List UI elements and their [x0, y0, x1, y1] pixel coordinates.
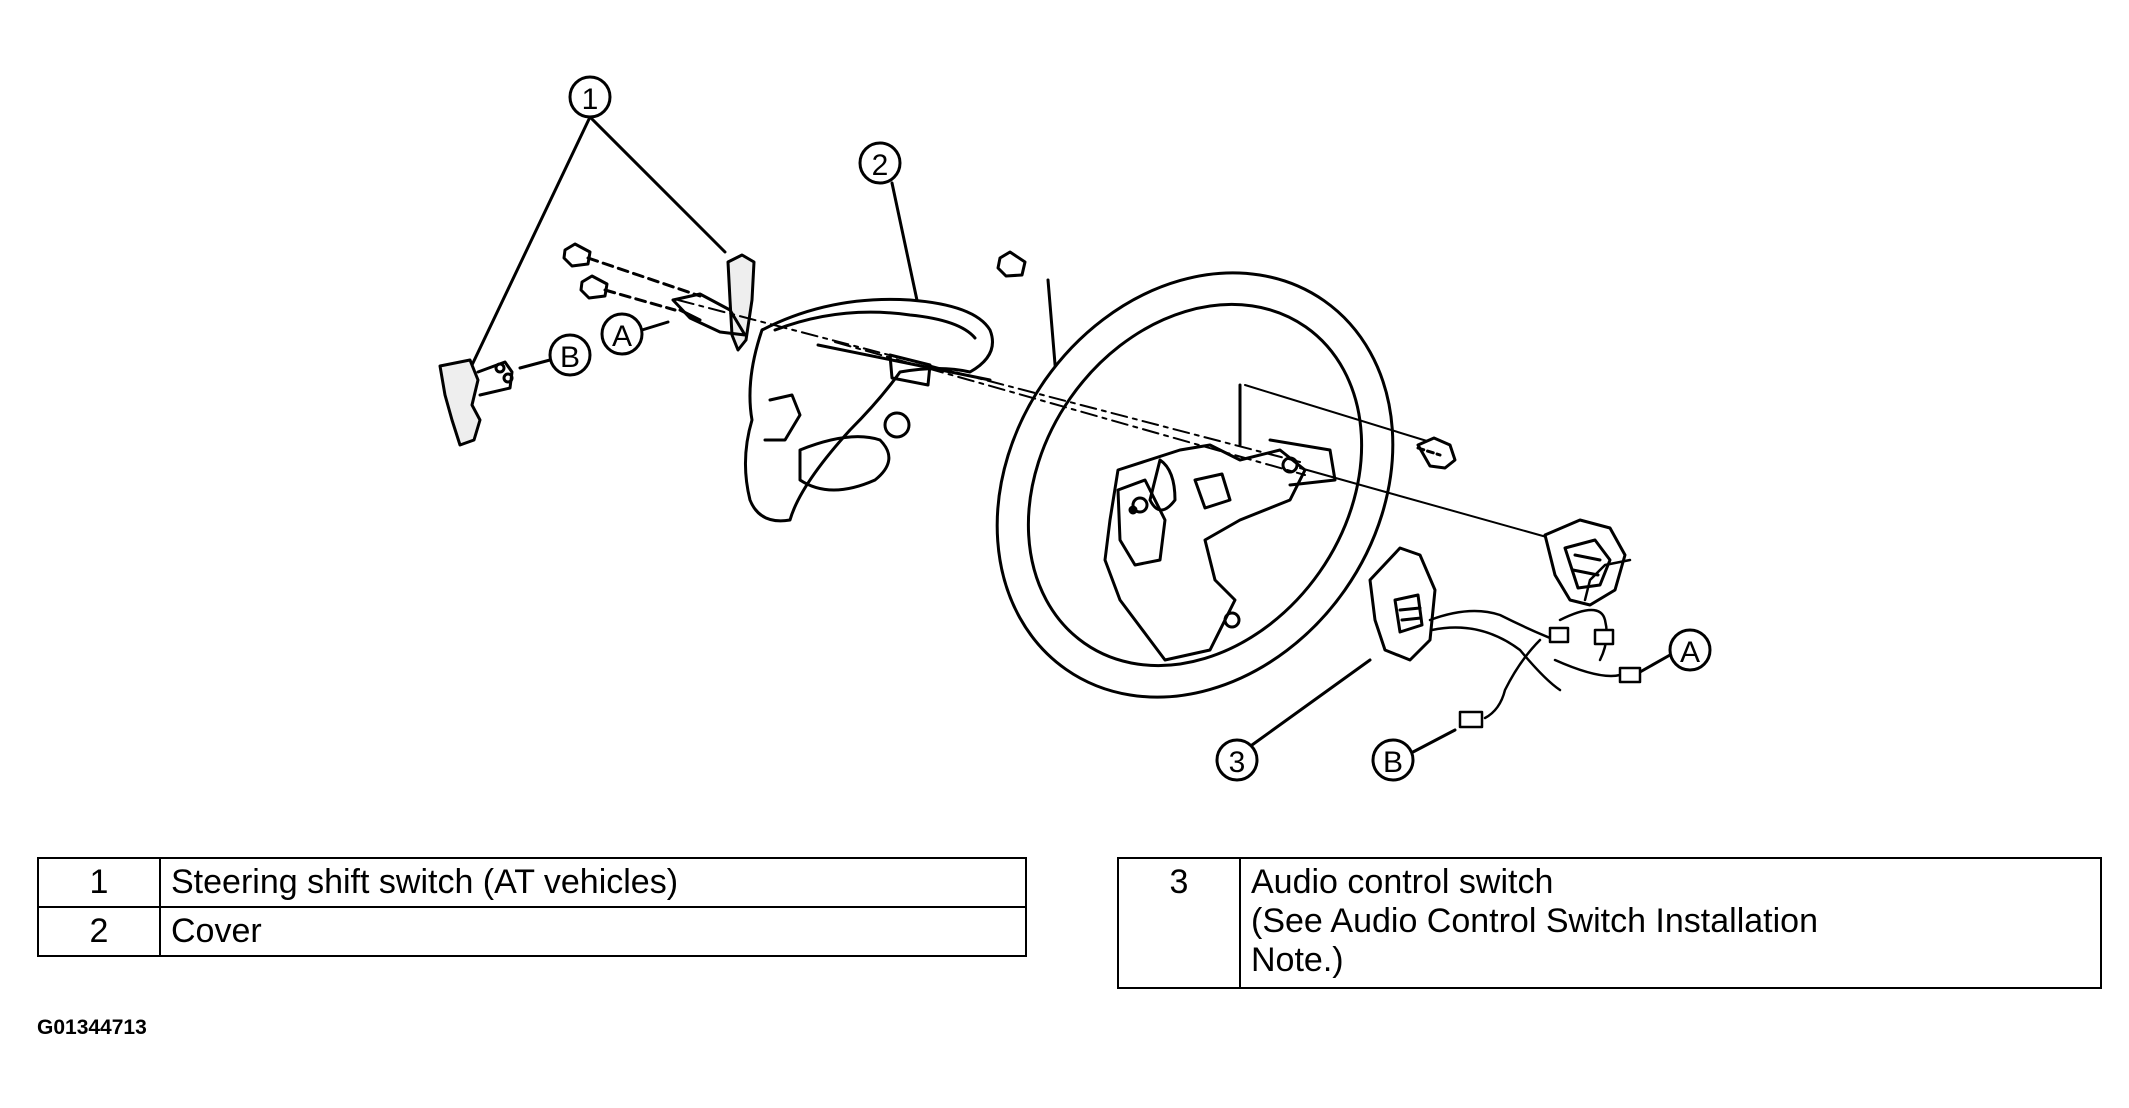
legend-description: Audio control switch (See Audio Control …: [1239, 857, 2102, 989]
svg-text:1: 1: [582, 83, 599, 116]
svg-text:A: A: [612, 320, 632, 353]
svg-text:A: A: [1680, 636, 1700, 669]
legend-number: 3: [1117, 857, 1241, 989]
screw: [562, 242, 702, 298]
alignment-line: [677, 299, 1576, 546]
connector-label-a: A: [600, 312, 670, 356]
steering-wheel: [995, 271, 1395, 699]
svg-text:B: B: [560, 341, 580, 374]
screw: [579, 274, 677, 312]
steering-shift-switch-right: [671, 253, 756, 352]
legend-row: 2 Cover: [37, 906, 1027, 957]
legend-description: Cover: [159, 906, 1027, 957]
connector-label-b: B: [518, 333, 592, 377]
svg-text:2: 2: [872, 149, 889, 182]
callout-3: 3: [1215, 658, 1372, 782]
connector-label-b: B: [1371, 728, 1457, 782]
svg-text:B: B: [1383, 746, 1403, 779]
legend-table-left: 1 Steering shift switch (AT vehicles) 2 …: [37, 857, 1027, 957]
callout-2: 2: [858, 141, 920, 307]
wiring-harness: [1428, 558, 1642, 729]
legend-number: 2: [37, 906, 161, 957]
callout-1: 1: [470, 75, 727, 367]
exploded-steering-wheel-diagram: 1 2 3 A B A B: [438, 75, 1712, 782]
legend-table-right: 3 Audio control switch (See Audio Contro…: [1117, 857, 2102, 989]
cover: [744, 297, 994, 523]
legend-number: 1: [37, 857, 161, 908]
legend-row: 3 Audio control switch (See Audio Contro…: [1117, 857, 2102, 989]
audio-control-switch-right: [1543, 518, 1627, 607]
connector-label-a: A: [1638, 628, 1712, 674]
svg-text:3: 3: [1229, 746, 1246, 779]
legend-row: 1 Steering shift switch (AT vehicles): [37, 857, 1027, 908]
legend-description: Steering shift switch (AT vehicles): [159, 857, 1027, 908]
figure-id: G01344713: [37, 1016, 147, 1039]
screw: [1416, 436, 1457, 470]
audio-control-switch-left: [1368, 546, 1437, 662]
steering-shift-switch-left: [438, 358, 514, 447]
